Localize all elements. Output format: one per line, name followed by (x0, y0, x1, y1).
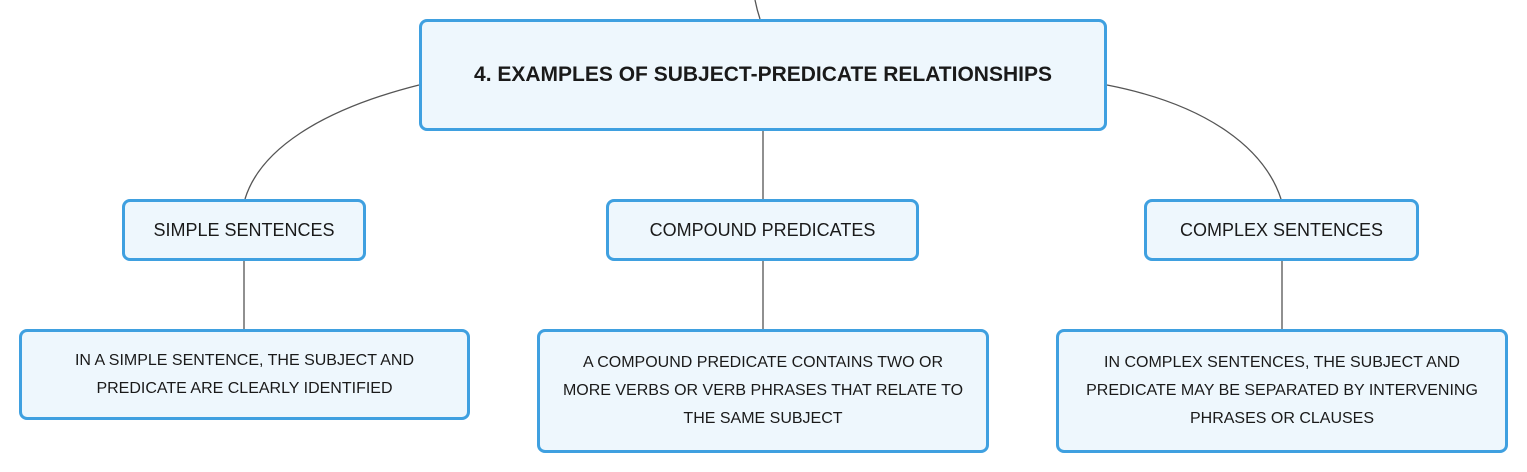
detail-node-compound-predicates[interactable]: A COMPOUND PREDICATE CONTAINS TWO OR MOR… (537, 329, 989, 453)
branch-label-simple-sentences: SIMPLE SENTENCES (153, 219, 335, 240)
detail-text-complex-sentences: IN COMPLEX SENTENCES, THE SUBJECT AND PR… (1086, 354, 1478, 427)
connector-root-to-complex-sentences (1106, 84, 1282, 200)
detail-text-simple-sentences: IN A SIMPLE SENTENCE, THE SUBJECT AND PR… (74, 351, 415, 397)
connector-parent-to-root (754, 0, 761, 20)
detail-node-simple-sentences[interactable]: IN A SIMPLE SENTENCE, THE SUBJECT AND PR… (19, 329, 470, 420)
branch-node-simple-sentences[interactable]: SIMPLE SENTENCES (122, 199, 366, 261)
branch-node-complex-sentences[interactable]: COMPLEX SENTENCES (1144, 199, 1419, 261)
root-topic-node[interactable]: 4. EXAMPLES OF SUBJECT-PREDICATE RELATIO… (419, 19, 1107, 131)
branch-label-complex-sentences: COMPLEX SENTENCES (1179, 219, 1384, 240)
connector-root-to-simple-sentences (244, 84, 420, 200)
branch-node-compound-predicates[interactable]: COMPOUND PREDICATES (606, 199, 919, 261)
root-topic-label: 4. EXAMPLES OF SUBJECT-PREDICATE RELATIO… (474, 63, 1052, 86)
detail-node-complex-sentences[interactable]: IN COMPLEX SENTENCES, THE SUBJECT AND PR… (1056, 329, 1508, 453)
detail-text-compound-predicates: A COMPOUND PREDICATE CONTAINS TWO OR MOR… (562, 354, 964, 427)
branch-label-compound-predicates: COMPOUND PREDICATES (649, 219, 876, 240)
